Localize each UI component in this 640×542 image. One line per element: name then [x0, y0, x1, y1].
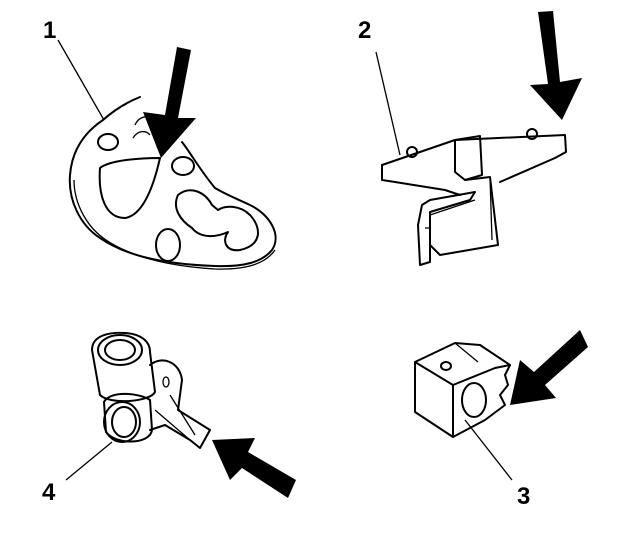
- callout-1: 1: [43, 17, 56, 44]
- part-2-bracket: [381, 128, 567, 266]
- leader-line-4: [65, 441, 113, 481]
- part-3-block: [414, 342, 511, 438]
- leader-line-2: [375, 51, 401, 156]
- leader-line-1: [57, 39, 105, 121]
- part-1-gasket: [68, 96, 277, 270]
- arrow-1-icon: [143, 47, 196, 158]
- part-4-housing: [91, 331, 211, 449]
- callout-4: 4: [42, 479, 56, 506]
- arrow-3-icon: [510, 330, 588, 405]
- callout-2: 2: [358, 17, 371, 44]
- arrow-2-icon: [530, 11, 582, 120]
- callout-3: 3: [517, 483, 530, 510]
- leader-lines: [57, 39, 513, 481]
- arrow-4-icon: [212, 438, 296, 498]
- leader-line-3: [464, 419, 513, 481]
- arrows: [143, 11, 588, 498]
